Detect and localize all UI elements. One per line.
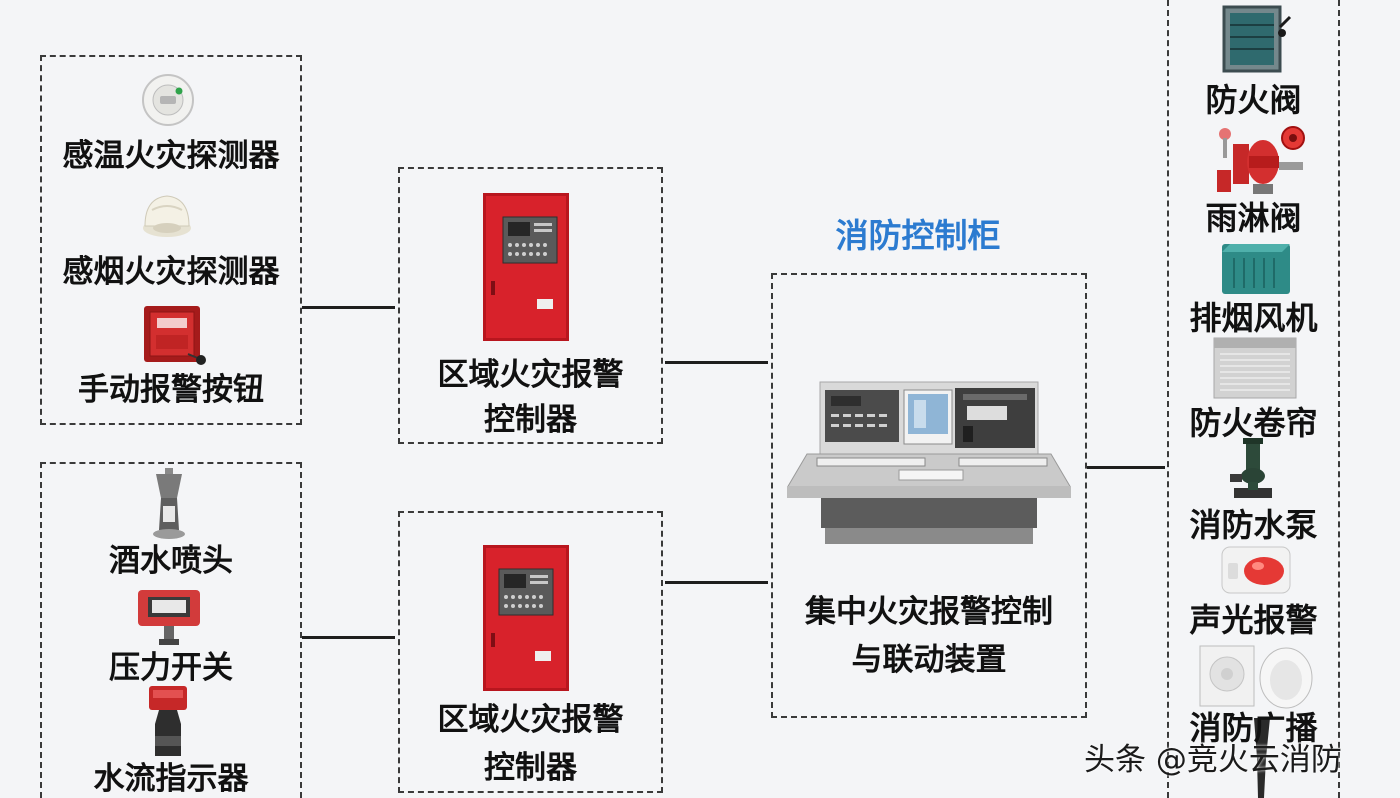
central-controller-title-line2: 与联动装置 — [851, 642, 1007, 678]
smoke-detector-icon — [143, 195, 191, 237]
zone-controller-box-2 — [398, 511, 663, 793]
water-flow-indicator-label: 水流指示器 — [93, 761, 249, 797]
fire-broadcast-speaker-icon — [1199, 645, 1313, 709]
zone-controller-box-1 — [398, 167, 663, 444]
connector-central-to-linked-devices — [1087, 466, 1165, 469]
zone-controller-2-title-line1: 区域火灾报警 — [437, 702, 624, 738]
central-controller-title-line1: 集中火灾报警控制 — [805, 594, 1053, 630]
fire-damper-label: 防火阀 — [1205, 81, 1302, 119]
fire-shutter-label: 防火卷帘 — [1189, 404, 1318, 442]
control-console-icon — [787, 381, 1071, 544]
manual-alarm-button-icon — [144, 306, 206, 365]
audible-visual-alarm-icon — [1221, 546, 1291, 594]
central-controller-box — [771, 273, 1087, 718]
fire-pump-label: 消防水泵 — [1189, 506, 1318, 544]
fire-pump-icon — [1230, 438, 1272, 498]
audible-visual-alarm-label: 声光报警 — [1189, 601, 1318, 639]
zone-controller-1-title-line1: 区域火灾报警 — [437, 357, 624, 393]
pressure-switch-label: 压力开关 — [109, 650, 233, 686]
fire-shutter-icon — [1213, 337, 1297, 399]
smoke-exhaust-fan-icon — [1222, 244, 1290, 294]
zone-controller-1-cabinet-icon — [483, 193, 569, 341]
heat-detector-icon — [142, 74, 194, 126]
sprinkler-head-label: 酒水喷头 — [109, 543, 233, 579]
manual-alarm-button-label: 手动报警按钮 — [78, 372, 264, 408]
smoke-exhaust-fan-label: 排烟风机 — [1189, 299, 1318, 337]
connector-zone-1-to-central — [665, 361, 768, 364]
detector-group-box — [40, 55, 302, 425]
fire-control-cabinet-caption: 消防控制柜 — [835, 216, 1001, 255]
pressure-switch-icon — [138, 590, 200, 645]
zone-controller-2-title-line2: 控制器 — [484, 750, 577, 786]
connector-zone-2-to-central — [665, 581, 768, 584]
fire-broadcast-label: 消防广播 — [1189, 709, 1318, 747]
fire-damper-icon — [1222, 5, 1292, 73]
zone-controller-1-title-line2: 控制器 — [484, 402, 577, 438]
deluge-valve-label: 雨淋阀 — [1205, 199, 1302, 237]
connector-water-devices-to-zone-2 — [302, 636, 395, 639]
connector-detectors-to-zone-1 — [302, 306, 395, 309]
zone-controller-2-cabinet-icon — [483, 545, 569, 691]
linked-device-column-box — [1167, 0, 1340, 798]
watermark: 头条 @竞火云消防 — [1084, 742, 1342, 778]
sprinkler-head-icon — [153, 468, 185, 539]
smoke-detector-label: 感烟火灾探测器 — [62, 254, 280, 290]
water-device-group-box — [40, 462, 302, 798]
water-flow-indicator-icon — [149, 686, 187, 756]
heat-detector-label: 感温火灾探测器 — [62, 138, 280, 174]
speaker-stand — [1254, 718, 1270, 798]
deluge-valve-icon — [1217, 126, 1305, 194]
